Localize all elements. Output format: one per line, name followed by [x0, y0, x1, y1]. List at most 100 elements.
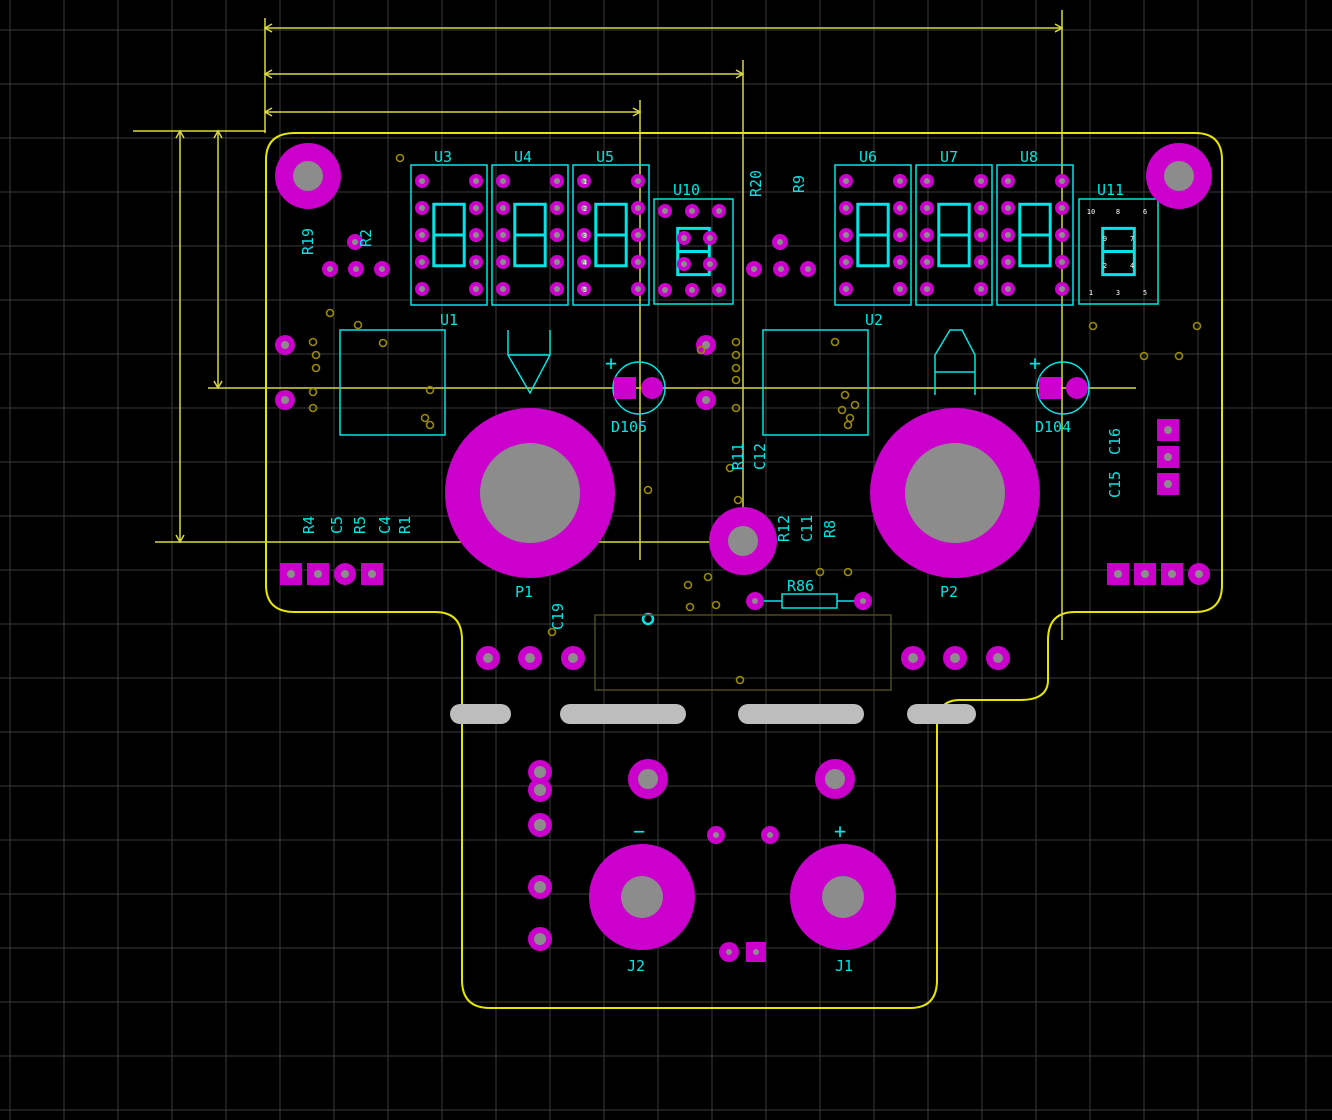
via: [731, 350, 741, 360]
via: [308, 387, 318, 397]
label-r4: R4: [300, 516, 318, 534]
mount-hole-left-hole: [293, 161, 323, 191]
resistor-pad-hole: [778, 266, 784, 272]
u10-pin-hole: [716, 208, 722, 214]
jack-side-pin-hole: [534, 784, 546, 796]
display-pin-hole: [897, 232, 903, 238]
r86-pad-2-hole: [860, 598, 866, 604]
u11-pin-2: 2: [1103, 262, 1107, 270]
jack-side-pin-hole: [534, 933, 546, 945]
u11-pin-8: 8: [1116, 208, 1120, 216]
display-pin-hole: [843, 178, 849, 184]
fiducial-marker: [641, 612, 655, 626]
jack-mount-right-hole: [825, 769, 845, 789]
vias-layer: [308, 153, 1202, 691]
display-pin-hole: [635, 205, 641, 211]
display-pin-hole: [897, 178, 903, 184]
display-pin-hole: [843, 232, 849, 238]
display-pin-hole: [500, 232, 506, 238]
label-r11: R11: [729, 443, 747, 470]
label-c19: C19: [549, 603, 567, 630]
ic-u2-outline: [762, 329, 869, 436]
display-u8-segment: [1018, 202, 1052, 268]
pads-layer[interactable]: [275, 143, 1212, 962]
display-pin-hole: [581, 205, 587, 211]
u10-pin-hole: [689, 208, 695, 214]
display-pin-hole: [1005, 286, 1011, 292]
small-pad-hole: [767, 832, 773, 838]
display-pin-hole: [978, 178, 984, 184]
resistor-pad-hole: [353, 266, 359, 272]
display-pin-hole: [554, 232, 560, 238]
header-vertical-pin-hole: [1164, 480, 1172, 488]
u10-pin-hole: [707, 235, 713, 241]
u11-pin-7: 7: [1130, 235, 1134, 243]
label-d105: D105: [611, 418, 647, 436]
u10-pin-hole: [681, 235, 687, 241]
d104-pad-2[interactable]: [1066, 377, 1088, 399]
display-pin-hole: [419, 178, 425, 184]
display-u7-outline: [915, 164, 993, 306]
labels: U3 U4 U5 U10 U6 U7 U8 U11 U1 U2 D105 D10…: [299, 148, 1124, 975]
display-u6-outline: [834, 164, 912, 306]
via: [425, 385, 435, 395]
mount-hole-right-hole: [1164, 161, 1194, 191]
label-j2: J2: [627, 957, 645, 975]
d105-pad-1[interactable]: [614, 377, 636, 399]
display-pin-hole: [554, 205, 560, 211]
resistor-pad-hole: [805, 266, 811, 272]
header-right-pin-hole: [1114, 570, 1122, 578]
display-pin-hole: [1005, 259, 1011, 265]
label-p1: P1: [515, 583, 533, 601]
r86-pad-1-hole: [752, 598, 758, 604]
via: [683, 580, 693, 590]
via: [643, 485, 653, 495]
via: [425, 420, 435, 430]
display-pin-hole: [419, 286, 425, 292]
power-pad-2-hole: [753, 949, 759, 955]
u5-pin-4: 4: [583, 259, 587, 267]
display-u5-segment: [594, 202, 628, 268]
header-right-pin-hole: [1168, 570, 1176, 578]
label-c4: C4: [376, 516, 394, 534]
side-pad-center-hole: [702, 396, 710, 404]
d105-pad-2[interactable]: [641, 377, 663, 399]
display-pin-hole: [978, 205, 984, 211]
display-pin-hole: [843, 259, 849, 265]
display-pin-hole: [1005, 178, 1011, 184]
jack-j2-pad-hole: [621, 876, 663, 918]
label-u10: U10: [673, 181, 700, 199]
via: [703, 572, 713, 582]
display-pin-hole: [419, 232, 425, 238]
display-pin-hole: [635, 259, 641, 265]
via: [1192, 321, 1202, 331]
resistor-pad-hole: [379, 266, 385, 272]
u5-pin-3: 3: [583, 232, 587, 240]
u5-pin-1: 1: [583, 178, 587, 186]
display-u3-outline: [410, 164, 488, 306]
jack-mount-left-hole: [638, 769, 658, 789]
via: [735, 675, 745, 685]
jack-j1-pad-hole: [822, 876, 864, 918]
board-outline: [265, 132, 1223, 1009]
via: [731, 337, 741, 347]
display-pin-hole: [1005, 205, 1011, 211]
display-pin-hole: [473, 232, 479, 238]
jack-side-pin-hole: [534, 766, 546, 778]
display-pin-hole: [500, 205, 506, 211]
label-r9: R9: [790, 175, 808, 193]
label-r2: R2: [357, 229, 375, 247]
u11-pin-3: 3: [1116, 289, 1120, 297]
display-u8-outline: [996, 164, 1074, 306]
display-pin-hole: [978, 232, 984, 238]
u10-pin-hole: [662, 208, 668, 214]
label-u1: U1: [440, 311, 458, 329]
u11-pin-5: 5: [1143, 289, 1147, 297]
d104-pad-1[interactable]: [1039, 377, 1061, 399]
r86-body: [781, 593, 838, 609]
pin-numbers: 1 2 3 4 5 10 8 6 9 7 2 4 1 3 5: [583, 178, 1147, 297]
display-pin-hole: [581, 232, 587, 238]
header-vertical-pin-hole: [1164, 453, 1172, 461]
